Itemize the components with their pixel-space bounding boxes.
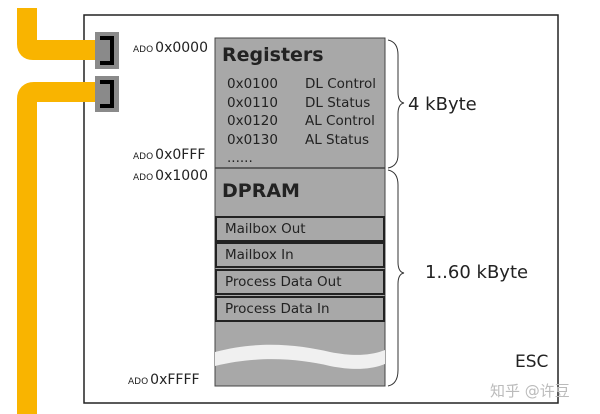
port-connector-2	[95, 76, 119, 112]
memory-break	[215, 344, 385, 369]
register-ellipsis: ......	[227, 150, 253, 166]
memory-block	[214, 37, 386, 387]
bus-line-in	[17, 8, 108, 60]
port-connector-1	[95, 32, 119, 69]
bus-line-out	[17, 82, 108, 414]
esc-label: ESC	[515, 352, 549, 372]
watermark: 知乎 @许豆	[490, 382, 570, 400]
registers-brace	[387, 39, 405, 169]
dpram-area-mailbox-out: Mailbox Out	[215, 216, 385, 242]
registers-size: 4 kByte	[408, 94, 477, 115]
dpram-brace	[387, 169, 405, 387]
dpram-area-mailbox-in: Mailbox In	[215, 242, 385, 268]
dpram-title: DPRAM	[222, 180, 300, 202]
dpram-size: 1..60 kByte	[425, 262, 529, 283]
dpram-area-process-data-in: Process Data In	[215, 296, 385, 322]
dpram-area-process-data-out: Process Data Out	[215, 269, 385, 295]
registers-title: Registers	[222, 44, 324, 66]
